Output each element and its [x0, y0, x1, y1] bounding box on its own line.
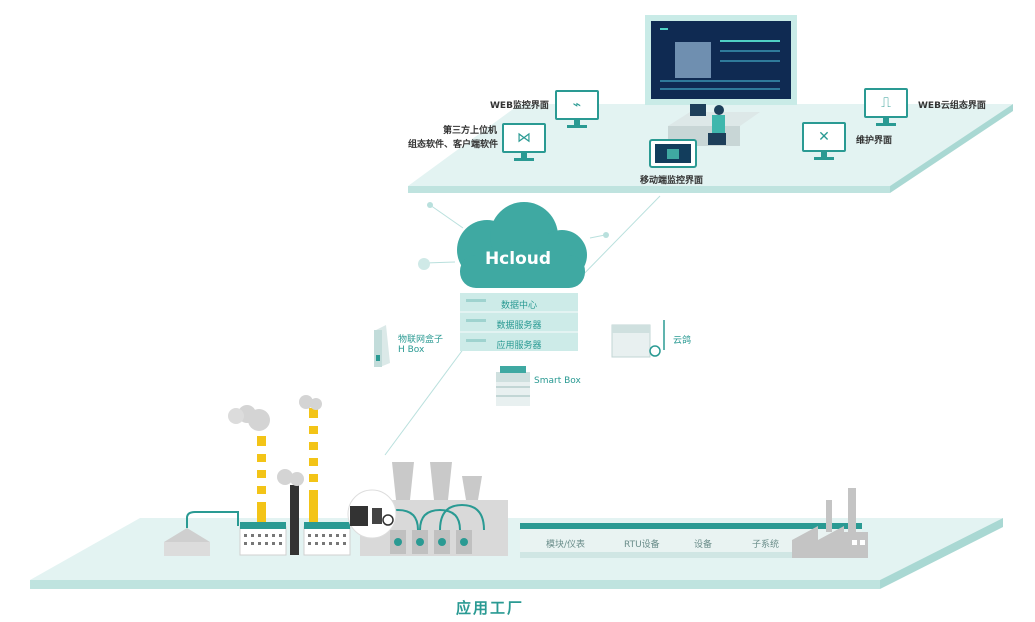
service-label: 数据服务器 — [496, 321, 542, 331]
chart-icon: ⌁ — [572, 97, 582, 113]
code-editor-icon: ⋈ — [517, 130, 531, 146]
third-party-screen: ⋈ — [502, 123, 546, 161]
belt-label: 子系统 — [752, 540, 780, 550]
plant-buildings — [239, 522, 351, 556]
label-yunge: 云鸽 — [673, 336, 692, 346]
tablet-device — [649, 139, 697, 168]
node-dot — [418, 258, 430, 270]
label-mobile: 移动端监控界面 — [640, 176, 704, 186]
chimneys — [228, 395, 322, 555]
label-third-party-1: 第三方上位机 — [443, 126, 498, 136]
belt-label: 模块/仪表 — [546, 540, 586, 550]
cloud-title: Hcloud — [484, 249, 552, 269]
storage-tank — [164, 511, 239, 556]
service-label: 数据中心 — [500, 301, 537, 311]
label-maintenance: 维护界面 — [856, 136, 893, 146]
service-row: 数据服务器 — [460, 315, 578, 333]
service-row: 应用服务器 — [460, 335, 578, 353]
wrench-icon: ✕ — [818, 129, 830, 145]
label-third-party-2: 组态软件、客户端软件 — [408, 140, 499, 150]
service-label: 应用服务器 — [496, 341, 542, 351]
web-cloud-screen: ⎍ — [864, 88, 908, 126]
belt-label: RTU设备 — [624, 540, 660, 550]
cloud-shape — [457, 202, 587, 288]
label-web-cloud: WEB云组态界面 — [918, 101, 986, 111]
factory-silhouette — [792, 488, 868, 558]
web-monitor-screen: ⌁ — [555, 90, 599, 128]
node-dot — [427, 202, 433, 208]
server-stack — [460, 293, 578, 351]
belt-label: 设备 — [694, 540, 713, 550]
equipment-belt — [520, 523, 862, 558]
node-dot — [603, 232, 609, 238]
gateway-bubble — [347, 489, 397, 539]
smartbox-device — [496, 366, 530, 406]
yunge-device — [611, 320, 665, 358]
service-row: 数据中心 — [460, 295, 578, 313]
label-hbox-1: 物联网盒子 — [398, 335, 444, 345]
hbox-device — [374, 325, 390, 367]
label-web-monitor: WEB监控界面 — [490, 101, 549, 111]
cloud-config-icon: ⎍ — [881, 95, 891, 111]
maintenance-screen: ✕ — [802, 122, 846, 160]
connection-lines — [384, 195, 661, 456]
factory-title: 应用工厂 — [456, 599, 525, 617]
dashboard-screen — [645, 15, 797, 105]
label-hbox-2: H Box — [398, 345, 425, 355]
label-smartbox: Smart Box — [534, 376, 581, 386]
